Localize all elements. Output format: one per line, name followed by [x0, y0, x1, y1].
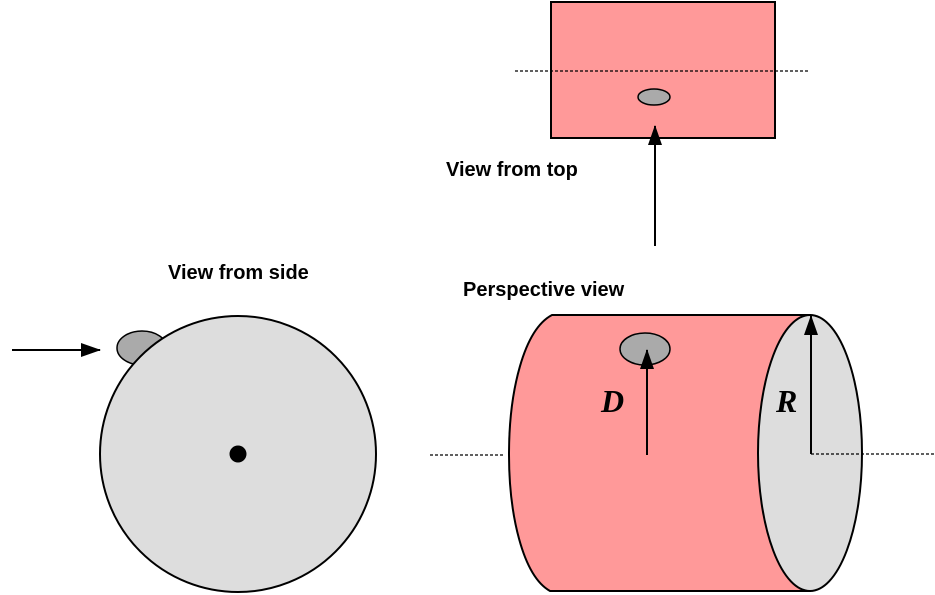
top-view-hole — [637, 88, 671, 106]
cylinder-body — [508, 314, 811, 592]
radius-label: R — [775, 383, 797, 419]
side-view-label: View from side — [168, 262, 309, 284]
top-view-label: View from top — [446, 159, 578, 181]
top-view: View from top — [446, 1, 810, 246]
perspective-view: Perspective view D R — [430, 279, 935, 592]
side-view: View from side — [12, 262, 377, 593]
cylinder-hole — [619, 332, 671, 366]
top-view-rectangle — [550, 1, 776, 139]
center-dot — [229, 445, 247, 463]
depth-label: D — [600, 383, 624, 419]
perspective-view-label: Perspective view — [463, 279, 625, 301]
